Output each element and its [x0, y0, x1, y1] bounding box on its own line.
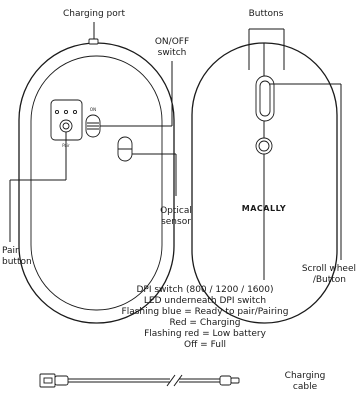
led-dot-3	[72, 109, 78, 115]
charging-port-label: Charging port	[63, 9, 125, 19]
pair-button-label-line1: Pair	[2, 246, 19, 256]
bottom-inner-rim	[30, 55, 163, 311]
dpi-info-line: Flashing blue = Ready to pair/Pairing	[121, 307, 289, 317]
pair-button-core	[62, 122, 70, 130]
charging-cable-label-line1: Charging	[284, 371, 326, 381]
charging-port-shape	[88, 38, 99, 45]
charging-cable-label-line2: cable	[292, 382, 318, 392]
dpi-info-line: LED underneath DPI switch	[143, 296, 267, 306]
scroll-wheel-inner	[259, 80, 271, 117]
on-off-switch-label-line1: ON/OFF	[154, 37, 190, 47]
buttons-label: Buttons	[248, 9, 284, 19]
on-off-switch-label-line2: switch	[157, 48, 187, 58]
charging-cable	[39, 373, 240, 388]
mouse-bottom-view: Pair ON	[18, 38, 175, 324]
usb-c-plug	[230, 377, 240, 384]
scroll-wheel-label-line2: /Button	[312, 275, 346, 285]
leader-lines	[9, 22, 342, 280]
usb-c-neck	[219, 375, 232, 386]
dpi-info-line: DPI switch (800 / 1200 / 1600)	[136, 285, 274, 295]
optical-sensor-label-line1: Optical	[160, 206, 192, 216]
dpi-info-block: DPI switch (800 / 1200 / 1600) LED under…	[60, 285, 350, 351]
dpi-info-line: Flashing red = Low battery	[144, 329, 266, 339]
dpi-info-line: Red = Charging	[169, 318, 241, 328]
led-dot-1	[54, 109, 60, 115]
pair-button-label-line2: button	[2, 257, 32, 267]
scroll-wheel-label-line1: Scroll wheel	[301, 264, 356, 274]
dpi-info-line: Off = Full	[184, 340, 226, 350]
optical-sensor-label-line2: sensor	[161, 217, 191, 227]
on-marking: ON	[90, 107, 96, 112]
led-dot-2	[63, 109, 69, 115]
usb-a-neck	[54, 375, 69, 386]
